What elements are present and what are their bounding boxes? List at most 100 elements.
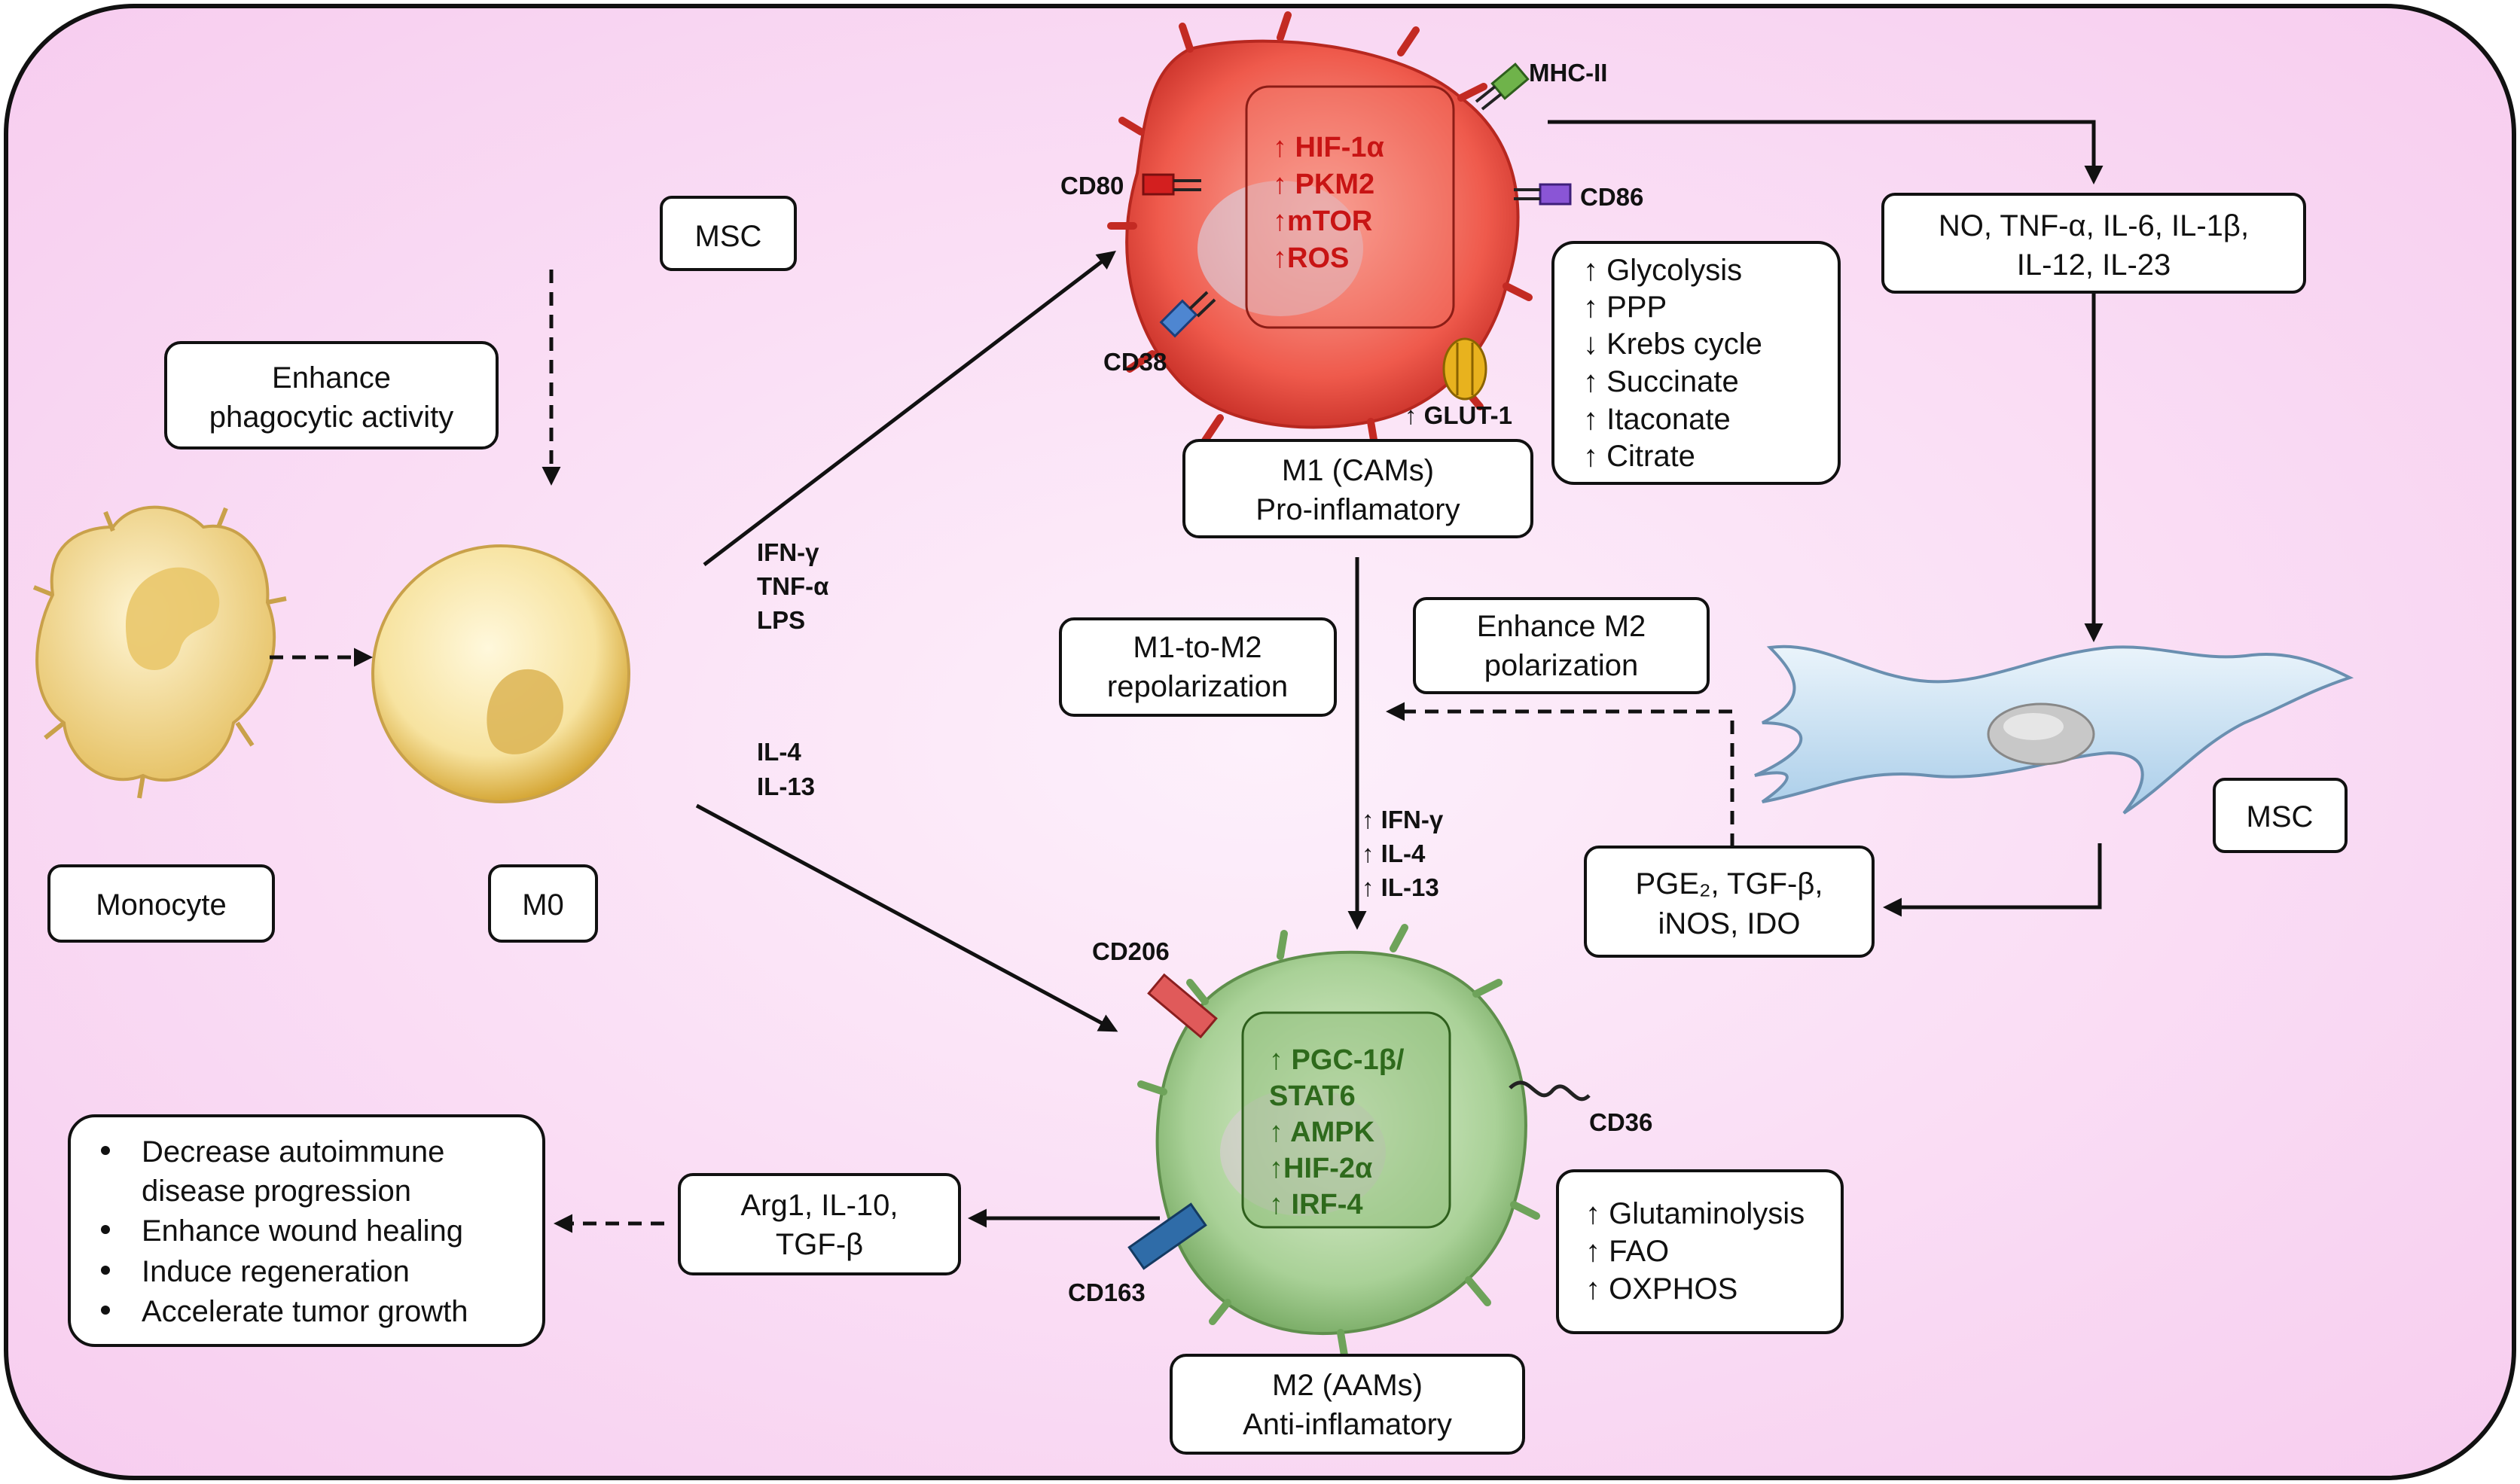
arrow-factors-to-repolarization — [1386, 702, 1734, 847]
svg-text:Anti-inflamatory: Anti-inflamatory — [1243, 1408, 1452, 1441]
cd36-label: CD36 — [1589, 1108, 1652, 1136]
svg-text:Decrease autoimmune: Decrease autoimmune — [142, 1135, 444, 1169]
svg-text:Accelerate tumor growth: Accelerate tumor growth — [142, 1295, 468, 1328]
svg-text:IL-4: IL-4 — [757, 738, 801, 766]
m0-cell — [371, 544, 630, 803]
outcomes-box: Decrease autoimmune disease progression … — [68, 1114, 545, 1347]
cd38-receptor — [1159, 291, 1216, 338]
svg-text:↓ Krebs cycle: ↓ Krebs cycle — [1583, 328, 1762, 361]
svg-text:↑ PPP: ↑ PPP — [1583, 291, 1667, 324]
svg-text:M1-to-M2: M1-to-M2 — [1133, 631, 1262, 664]
msc-right-box: MSC — [2213, 778, 2348, 853]
svg-text:↑ PKM2: ↑ PKM2 — [1273, 169, 1374, 200]
glut1-label: ↑ GLUT-1 — [1405, 401, 1512, 429]
svg-text:↑ IFN-γ: ↑ IFN-γ — [1362, 806, 1444, 833]
svg-text:↑ HIF-1α: ↑ HIF-1α — [1273, 132, 1384, 163]
svg-text:↑ IL-4: ↑ IL-4 — [1362, 840, 1426, 867]
msc-factors-box: PGE₂, TGF-β, iNOS, IDO — [1584, 846, 1875, 958]
arrow-m1-to-cytokines — [1548, 120, 2104, 184]
cd206-receptor — [1147, 973, 1218, 1039]
cd86-label: CD86 — [1580, 183, 1643, 211]
svg-text:↑mTOR: ↑mTOR — [1273, 206, 1372, 237]
svg-text:LPS: LPS — [757, 606, 805, 634]
m1-cytokines-box: NO, TNF-α, IL-6, IL-1β, IL-12, IL-23 — [1881, 193, 2306, 294]
cd36-receptor — [1509, 1080, 1591, 1102]
cd163-receptor — [1127, 1202, 1207, 1270]
svg-text:disease progression: disease progression — [142, 1175, 411, 1208]
svg-text:↑ IL-13: ↑ IL-13 — [1362, 873, 1439, 901]
svg-text:Enhance M2: Enhance M2 — [1477, 610, 1646, 643]
cd80-receptor — [1142, 173, 1201, 196]
m2-cell — [1137, 924, 1540, 1359]
outcome-bullet — [101, 1306, 110, 1315]
cd38-label: CD38 — [1103, 348, 1167, 376]
svg-text:↑ PGC-1β/: ↑ PGC-1β/ — [1269, 1044, 1405, 1076]
svg-text:↑ Glutaminolysis: ↑ Glutaminolysis — [1585, 1197, 1805, 1230]
svg-text:↑ROS: ↑ROS — [1273, 242, 1349, 274]
m1-markers: ↑ HIF-1α ↑ PKM2 ↑mTOR ↑ROS — [1273, 132, 1384, 274]
m2-markers: ↑ PGC-1β/ STAT6 ↑ AMPK ↑HIF-2α ↑ IRF-4 — [1269, 1044, 1405, 1220]
svg-text:↑ Succinate: ↑ Succinate — [1583, 365, 1739, 398]
msc-cell — [1754, 644, 2354, 815]
svg-text:polarization: polarization — [1484, 649, 1639, 682]
svg-text:MSC: MSC — [2247, 800, 2314, 833]
enhance-m2-box: Enhance M2 polarization — [1413, 597, 1710, 694]
svg-text:NO, TNF-α, IL-6, IL-1β,: NO, TNF-α, IL-6, IL-1β, — [1939, 209, 2249, 242]
arrow-msc-to-factors — [1883, 843, 2102, 917]
cd206-label: CD206 — [1092, 937, 1170, 965]
svg-text:IL-12, IL-23: IL-12, IL-23 — [2017, 248, 2171, 282]
svg-text:↑HIF-2α: ↑HIF-2α — [1269, 1153, 1372, 1184]
svg-text:TNF-α: TNF-α — [757, 572, 828, 600]
svg-text:Enhance: Enhance — [272, 361, 391, 395]
outcome-bullet — [101, 1146, 110, 1155]
svg-text:Pro-inflamatory: Pro-inflamatory — [1255, 493, 1460, 526]
m0-label-box: M0 — [488, 864, 598, 943]
m1-cell — [1107, 11, 1533, 448]
m1-label-box: M1 (CAMs) Pro-inflamatory — [1182, 439, 1533, 538]
enhance-phagocytic-box: Enhance phagocytic activity — [164, 341, 499, 449]
svg-text:M2 (AAMs): M2 (AAMs) — [1272, 1369, 1423, 1402]
mhcii-receptor — [1475, 62, 1530, 111]
svg-text:M1 (CAMs): M1 (CAMs) — [1282, 454, 1434, 487]
svg-text:↑ Itaconate: ↑ Itaconate — [1583, 403, 1731, 436]
outcome-bullet — [101, 1225, 110, 1234]
svg-text:Monocyte: Monocyte — [96, 888, 226, 922]
svg-text:iNOS, IDO: iNOS, IDO — [1658, 907, 1801, 940]
m1-stimuli: IFN-γ TNF-α LPS — [757, 538, 828, 634]
svg-text:Arg1, IL-10,: Arg1, IL-10, — [740, 1189, 898, 1222]
svg-text:↑ AMPK: ↑ AMPK — [1269, 1117, 1375, 1148]
svg-text:MSC: MSC — [695, 220, 762, 253]
svg-text:M0: M0 — [522, 888, 564, 922]
cd80-label: CD80 — [1060, 172, 1124, 200]
svg-text:STAT6: STAT6 — [1269, 1080, 1356, 1112]
svg-text:↑ OXPHOS: ↑ OXPHOS — [1585, 1272, 1737, 1306]
monocyte-label-box: Monocyte — [47, 864, 275, 943]
arrow-m0-to-m1 — [703, 250, 1116, 566]
svg-text:phagocytic activity: phagocytic activity — [209, 401, 454, 434]
repolarization-stimuli: ↑ IFN-γ ↑ IL-4 ↑ IL-13 — [1362, 806, 1444, 901]
svg-text:PGE₂, TGF-β,: PGE₂, TGF-β, — [1636, 867, 1823, 900]
msc-top-box: MSC — [660, 196, 797, 271]
arrow-m0-to-m2 — [695, 803, 1118, 1032]
svg-text:↑ Glycolysis: ↑ Glycolysis — [1583, 254, 1742, 287]
outcome-bullet — [101, 1266, 110, 1275]
svg-text:Enhance wound healing: Enhance wound healing — [142, 1214, 463, 1248]
m2-stimuli: IL-4 IL-13 — [757, 738, 815, 800]
cd86-receptor — [1514, 183, 1572, 206]
glut1-transporter — [1442, 337, 1487, 401]
background-panel — [4, 4, 2516, 1480]
m2-metabolism-box: ↑ Glutaminolysis ↑ FAO ↑ OXPHOS — [1556, 1169, 1844, 1334]
svg-text:↑ FAO: ↑ FAO — [1585, 1235, 1669, 1268]
svg-text:↑ Citrate: ↑ Citrate — [1583, 440, 1695, 473]
svg-text:IL-13: IL-13 — [757, 772, 815, 800]
svg-text:TGF-β: TGF-β — [776, 1228, 863, 1261]
mhcii-label: MHC-II — [1529, 59, 1607, 87]
svg-text:Induce regeneration: Induce regeneration — [142, 1255, 410, 1288]
m1-to-m2-box: M1-to-M2 repolarization — [1059, 617, 1337, 717]
cd163-label: CD163 — [1068, 1278, 1146, 1306]
monocyte-cell — [32, 505, 287, 799]
m1-metabolism-box: ↑ Glycolysis ↑ PPP ↓ Krebs cycle ↑ Succi… — [1551, 241, 1841, 485]
m2-label-box: M2 (AAMs) Anti-inflamatory — [1170, 1354, 1525, 1455]
svg-text:↑ IRF-4: ↑ IRF-4 — [1269, 1189, 1363, 1220]
